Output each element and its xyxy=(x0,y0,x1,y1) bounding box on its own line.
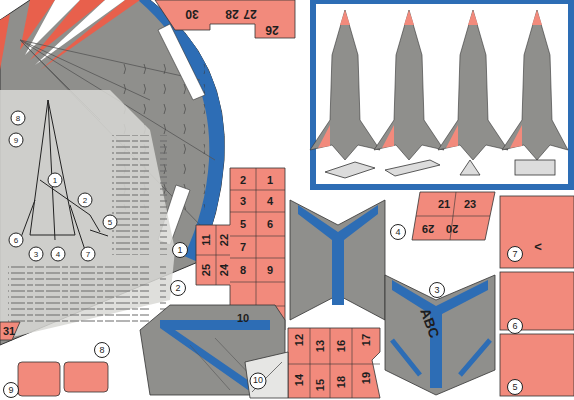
assembly-sketch xyxy=(20,100,108,250)
sketch-callout: 7 xyxy=(81,247,96,262)
callout-number: 10 xyxy=(249,372,266,389)
sketch xyxy=(460,160,480,175)
pink-piece xyxy=(500,196,574,268)
part-number: 29 xyxy=(422,223,434,234)
part-number: 14 xyxy=(294,374,305,386)
part-number: 6 xyxy=(267,219,273,230)
blue-band xyxy=(160,320,270,390)
white-stripes xyxy=(25,0,125,65)
sketch xyxy=(325,162,375,178)
strip-piece xyxy=(155,0,295,38)
part-number: 9 xyxy=(267,265,273,276)
sketch-callout: 9 xyxy=(9,133,24,148)
rocket xyxy=(310,10,380,160)
part-number: 19 xyxy=(361,372,372,384)
sketch-callout: 6 xyxy=(9,233,24,248)
part-number: 1 xyxy=(267,175,273,186)
sketch-callout: 2 xyxy=(78,193,93,208)
fin-piece xyxy=(140,305,285,395)
part-number: 11 xyxy=(201,234,212,246)
callout-number: 5 xyxy=(507,379,523,395)
wing-piece xyxy=(385,275,495,395)
rocket-silhouettes xyxy=(310,10,568,160)
blue-band xyxy=(392,280,488,388)
fold-lines xyxy=(288,328,380,398)
callout-number: 8 xyxy=(94,342,110,358)
part-number: 30 xyxy=(185,8,198,20)
part-number: 31 xyxy=(3,326,15,337)
part-number: 13 xyxy=(315,340,326,352)
pink-piece xyxy=(288,328,380,398)
part-number: 3 xyxy=(240,196,246,207)
blue-edges xyxy=(392,340,490,375)
part-number: 15 xyxy=(315,379,326,391)
part-number: 7 xyxy=(240,242,246,253)
part-number: 21 xyxy=(438,199,450,210)
part-number: 28 xyxy=(225,8,238,20)
sketch-callout: 1 xyxy=(48,173,63,188)
part-number: 18 xyxy=(336,376,347,388)
grey-piece xyxy=(245,352,288,398)
callout-number: 1 xyxy=(172,242,188,258)
instruction-text xyxy=(112,135,167,255)
rocket-tips xyxy=(318,10,542,148)
part-number: 20 xyxy=(446,223,458,234)
rocket xyxy=(374,10,444,160)
callout-number: 9 xyxy=(3,382,19,398)
part-number: 4 xyxy=(267,196,273,207)
blue-band xyxy=(298,205,378,305)
rocket xyxy=(502,10,568,160)
pink-piece xyxy=(64,362,108,392)
wing-piece xyxy=(290,200,385,320)
part-number: 25 xyxy=(201,264,212,276)
red-stripes xyxy=(0,0,140,70)
part-number: 27 xyxy=(243,8,256,20)
rocket-panel xyxy=(310,0,574,190)
sketch-callout: 8 xyxy=(11,111,26,126)
callout-number: 3 xyxy=(429,282,445,298)
callout-number: 4 xyxy=(390,224,406,240)
sketch-callout: 5 xyxy=(103,215,118,230)
part-number: 23 xyxy=(464,199,476,210)
part-number: 2 xyxy=(240,175,246,186)
panel-sketches xyxy=(325,160,555,178)
callout-number: 7 xyxy=(507,246,523,262)
pink-piece xyxy=(500,334,574,396)
callout-number: 2 xyxy=(170,280,186,296)
marking-symbol: < xyxy=(534,240,542,253)
pink-piece xyxy=(412,192,495,240)
sketch-callout: 4 xyxy=(51,247,66,262)
part-number: 26 xyxy=(265,24,278,36)
sketch xyxy=(515,160,555,175)
sketch xyxy=(385,160,440,176)
sketch-callout: 3 xyxy=(29,247,44,262)
pink-piece xyxy=(0,322,20,340)
part-number: 10 xyxy=(237,313,249,324)
text-panel xyxy=(0,90,175,340)
cone-piece xyxy=(0,0,224,345)
part-number: 5 xyxy=(240,219,246,230)
instruction-text xyxy=(8,262,166,326)
part-number: 8 xyxy=(240,265,246,276)
part-number: 24 xyxy=(219,264,230,276)
pink-piece xyxy=(18,362,60,396)
part-number: 16 xyxy=(336,340,347,352)
callout-number: 6 xyxy=(507,318,523,334)
part-number: 17 xyxy=(361,334,372,346)
part-number: 12 xyxy=(294,334,305,346)
rocket xyxy=(438,10,508,160)
fold-lines xyxy=(416,192,490,240)
part-number: 22 xyxy=(219,234,230,246)
